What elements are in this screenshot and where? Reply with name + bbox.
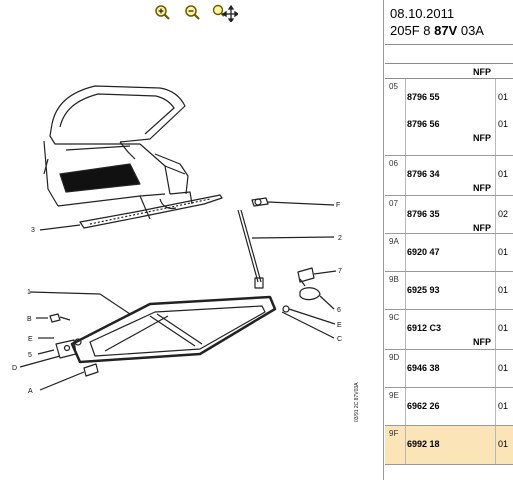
- column-divider: [495, 426, 496, 464]
- part-number[interactable]: 6920 47: [407, 247, 440, 257]
- part-quantity: 01: [498, 363, 509, 373]
- nfp-flag: NFP: [473, 337, 491, 347]
- model-suffix: 03A: [457, 23, 484, 38]
- column-divider: [495, 272, 496, 309]
- header-divider-2: [385, 63, 513, 64]
- part-number[interactable]: 8796 34: [407, 169, 440, 179]
- column-divider: [405, 388, 406, 425]
- row-position: 9B: [389, 275, 399, 284]
- nfp-flag: NFP: [473, 183, 491, 193]
- header-divider-3: [385, 78, 513, 79]
- column-divider: [405, 196, 406, 233]
- part-number[interactable]: 8796 56: [407, 119, 440, 129]
- column-divider: [495, 350, 496, 387]
- part-quantity: 02: [498, 209, 509, 219]
- label-a: A: [28, 388, 33, 395]
- zoom-in-icon[interactable]: [154, 4, 172, 22]
- label-1: 1: [27, 289, 31, 296]
- part-number[interactable]: 6946 38: [407, 363, 440, 373]
- column-divider: [495, 388, 496, 425]
- parts-row[interactable]: 9F 6992 18 01: [385, 426, 513, 465]
- part-number[interactable]: 8796 35: [407, 209, 440, 219]
- row-position: 9F: [389, 429, 399, 438]
- part-quantity: 01: [498, 285, 509, 295]
- nfp-flag: NFP: [473, 223, 491, 233]
- row-position: 9A: [389, 237, 399, 246]
- part-number[interactable]: 6912 C3: [407, 323, 442, 333]
- label-3: 3: [31, 227, 35, 234]
- row-position: 9E: [389, 391, 399, 400]
- label-7: 7: [338, 268, 342, 275]
- column-divider: [495, 310, 496, 349]
- part-number[interactable]: 6992 18: [407, 439, 440, 449]
- parts-row[interactable]: 9D 6946 38 01: [385, 350, 513, 388]
- label-e-left: E: [28, 336, 33, 343]
- date-text: 08.10.2011: [390, 6, 455, 21]
- row-position: 9D: [389, 353, 400, 362]
- column-divider: [495, 234, 496, 271]
- part-quantity: 01: [498, 119, 509, 129]
- part-quantity: 01: [498, 439, 509, 449]
- label-5: 5: [28, 352, 32, 359]
- part-quantity: 01: [498, 323, 509, 333]
- part-quantity: 01: [498, 92, 509, 102]
- diagram-panel: 3 2 F 1 7 B 6 E E C 5 A D 03/91 2C 87V03…: [0, 0, 384, 480]
- exploded-parts-diagram: 3 2 F 1 7 B 6 E E C 5 A D 03/91 2C 87V03…: [12, 85, 360, 422]
- nfp-flag: NFP: [473, 133, 491, 143]
- column-divider: [405, 234, 406, 271]
- column-divider: [405, 79, 406, 155]
- column-divider: [405, 272, 406, 309]
- model-code: 205F 8 87V 03A: [390, 23, 484, 38]
- column-divider: [495, 196, 496, 233]
- parts-row[interactable]: 9E 6962 26 01: [385, 388, 513, 426]
- model-bold: 87V: [434, 23, 458, 38]
- part-number[interactable]: 6962 26: [407, 401, 440, 411]
- part-quantity: 01: [498, 247, 509, 257]
- column-divider: [495, 156, 496, 195]
- row-position: 06: [389, 159, 398, 168]
- row-position: 9C: [389, 313, 400, 322]
- zoom-out-icon[interactable]: [184, 4, 202, 22]
- column-divider: [405, 156, 406, 195]
- label-b: B: [27, 316, 32, 323]
- top-nfp-label: NFP: [473, 67, 491, 77]
- column-divider: [405, 426, 406, 464]
- label-2: 2: [338, 235, 342, 242]
- part-quantity: 01: [498, 401, 509, 411]
- column-divider: [495, 79, 496, 155]
- model-prefix: 205F 8: [390, 23, 435, 38]
- label-e-right: E: [337, 322, 342, 329]
- parts-row[interactable]: 9B 6925 93 01: [385, 272, 513, 310]
- row-position: 05: [389, 82, 398, 91]
- part-number[interactable]: 8796 55: [407, 92, 440, 102]
- label-d: D: [12, 365, 17, 372]
- label-c: C: [337, 336, 342, 343]
- label-6: 6: [337, 307, 341, 314]
- column-divider: [405, 350, 406, 387]
- part-quantity: 01: [498, 169, 509, 179]
- zoom-pan-icon[interactable]: [212, 4, 240, 24]
- zoom-toolbar: [0, 0, 384, 26]
- part-number[interactable]: 6925 93: [407, 285, 440, 295]
- column-divider: [405, 310, 406, 349]
- diagram-side-caption: 03/91 2C 87V03A: [354, 382, 360, 422]
- label-f: F: [336, 202, 340, 209]
- parts-row[interactable]: 9A 6920 47 01: [385, 234, 513, 272]
- header-divider: [385, 44, 513, 45]
- row-position: 07: [389, 199, 398, 208]
